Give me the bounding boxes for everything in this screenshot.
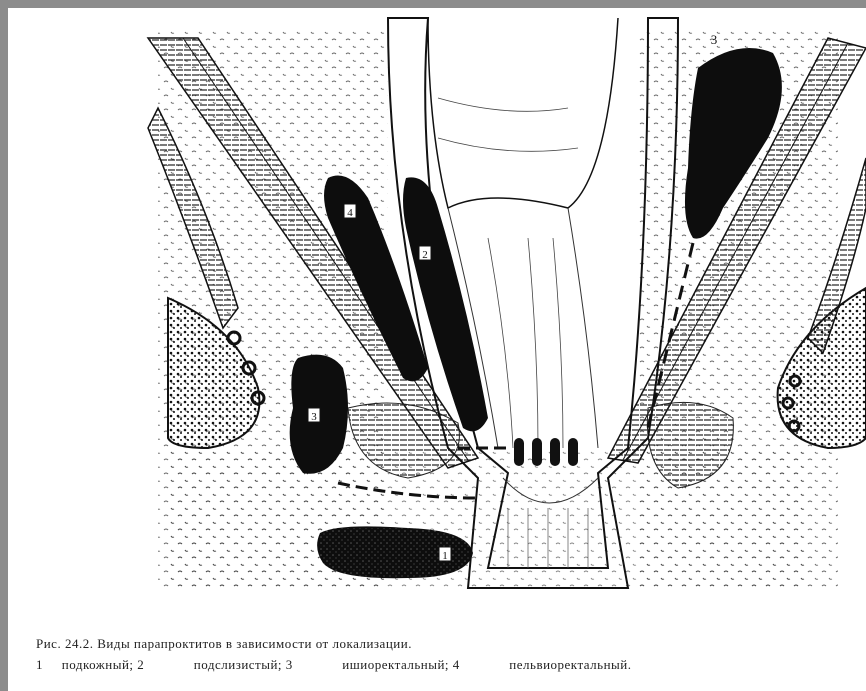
- marker-4: 4: [347, 207, 353, 219]
- legend-item-2: подслизистый; 3: [194, 657, 293, 673]
- anatomical-illustration: 1 2 3 4 3: [8, 8, 866, 598]
- marker-3: 3: [311, 411, 317, 423]
- abscess-subcutaneous: 1: [317, 526, 473, 578]
- figure-legend: 1 подкожный; 2 подслизистый; 3 ишиоректа…: [36, 657, 856, 673]
- figure-caption-block: Рис. 24.2. Виды парапроктитов в зависимо…: [36, 630, 856, 673]
- marker-2: 2: [422, 249, 428, 261]
- legend-item-4: пельвиоректальный.: [509, 657, 631, 673]
- legend-item-3: ишиоректальный; 4: [342, 657, 460, 673]
- figure-caption: Рис. 24.2. Виды парапроктитов в зависимо…: [36, 630, 856, 657]
- marker-1: 1: [442, 550, 448, 562]
- figure-page: 1 2 3 4 3 Рис. 24.2. Виды парапроктитов …: [8, 8, 866, 691]
- legend-item-1: подкожный; 2: [62, 657, 145, 673]
- legend-num-1: 1: [36, 657, 58, 673]
- marker-3-right: 3: [711, 32, 718, 47]
